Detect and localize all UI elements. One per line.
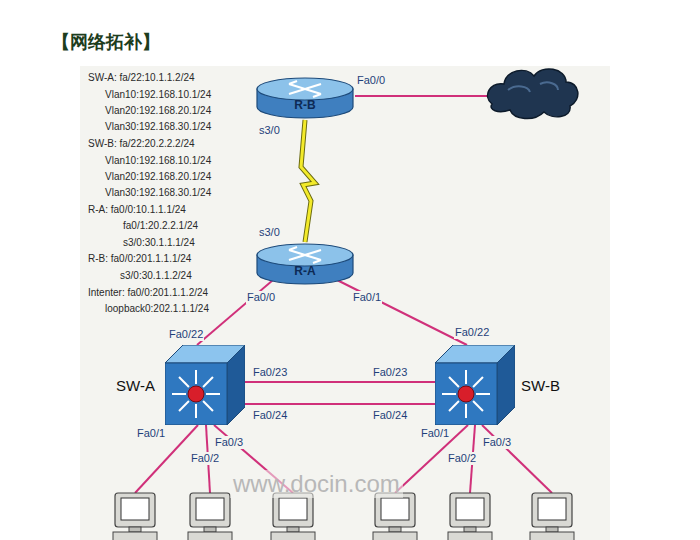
port-label: Fa0/2 bbox=[190, 452, 220, 465]
pc-icon bbox=[530, 493, 574, 540]
router-name: R-B bbox=[255, 98, 355, 112]
config-line: fa0/1:20.2.2.1/24 bbox=[123, 220, 198, 232]
config-line: R-A: fa0/0:10.1.1.1/24 bbox=[88, 204, 186, 216]
pc-icon bbox=[373, 493, 417, 540]
cloud-symbol bbox=[488, 69, 578, 119]
switch-icon bbox=[435, 345, 515, 425]
port-label: Fa0/0 bbox=[246, 291, 276, 304]
config-line: Vlan30:192.168.30.1/24 bbox=[105, 187, 211, 199]
link-line bbox=[245, 382, 435, 383]
config-line: R-B: fa0/0:201.1.1.1/24 bbox=[88, 253, 191, 265]
cloud-link bbox=[355, 96, 492, 97]
config-line: Vlan30:192.168.30.1/24 bbox=[105, 121, 211, 133]
config-line: SW-B: fa/22:20.2.2.2/24 bbox=[88, 138, 195, 150]
port-label: s3/0 bbox=[258, 226, 281, 239]
port-label: Fa0/22 bbox=[454, 326, 490, 339]
config-line: s3/0:30.1.1.2/24 bbox=[120, 270, 192, 282]
port-label: Fa0/1 bbox=[136, 427, 166, 440]
switch-name: SW-A bbox=[116, 377, 155, 394]
port-label: Fa0/1 bbox=[420, 427, 450, 440]
watermark: www.docin.com bbox=[230, 470, 403, 498]
config-line: Vlan20:192.168.20.1/24 bbox=[105, 171, 211, 183]
config-line: loopback0:202.1.1.1/24 bbox=[105, 303, 209, 315]
router-name: R-A bbox=[255, 264, 355, 278]
pc-icon bbox=[113, 493, 157, 540]
port-label: Fa0/23 bbox=[252, 366, 288, 379]
pc-icons bbox=[113, 493, 574, 540]
diagram-title: 【网络拓补】 bbox=[52, 30, 160, 54]
port-label: Fa0/0 bbox=[356, 74, 386, 87]
config-line: Vlan10:192.168.10.1/24 bbox=[105, 155, 211, 167]
config-line: Intenter: fa0/0:201.1.1.2/24 bbox=[88, 287, 208, 299]
router-node: R-B bbox=[255, 76, 355, 120]
link-line bbox=[301, 120, 315, 242]
port-label: s3/0 bbox=[258, 124, 281, 137]
switch-icon-holder bbox=[165, 345, 245, 425]
port-label: Fa0/2 bbox=[447, 452, 477, 465]
config-line: Vlan20:192.168.20.1/24 bbox=[105, 105, 211, 117]
pc-icon bbox=[188, 493, 232, 540]
pc-icon bbox=[448, 493, 492, 540]
switch-icon-holder bbox=[435, 345, 515, 425]
switch-node: SW-A bbox=[116, 345, 245, 425]
port-label: Fa0/24 bbox=[252, 409, 288, 422]
port-label: Fa0/3 bbox=[214, 436, 244, 449]
panel-ground bbox=[80, 66, 610, 540]
switch-node: SW-B bbox=[435, 345, 560, 425]
port-label: Fa0/23 bbox=[372, 366, 408, 379]
port-label: Fa0/24 bbox=[372, 409, 408, 422]
router-node: R-A bbox=[255, 242, 355, 286]
config-line: SW-A: fa/22:10.1.1.2/24 bbox=[88, 72, 195, 84]
config-line: s3/0:30.1.1.1/24 bbox=[123, 237, 195, 249]
port-label: Fa0/3 bbox=[482, 436, 512, 449]
switch-icon bbox=[165, 345, 245, 425]
pc-icon bbox=[271, 493, 315, 540]
config-line: Vlan10:192.168.10.1/24 bbox=[105, 89, 211, 101]
port-label: Fa0/22 bbox=[168, 328, 204, 341]
link-line bbox=[245, 404, 435, 405]
port-label: Fa0/1 bbox=[352, 291, 382, 304]
link-line bbox=[337, 280, 467, 345]
switch-name: SW-B bbox=[521, 377, 560, 394]
